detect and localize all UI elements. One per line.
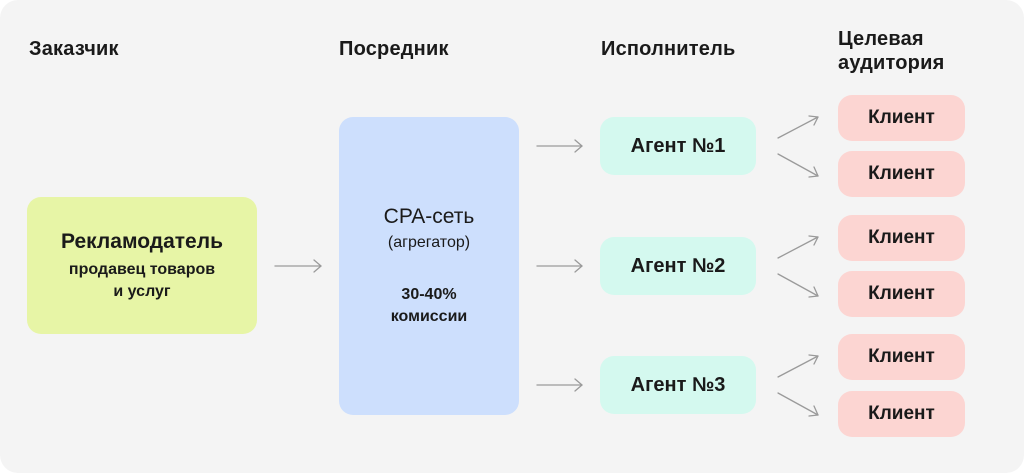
- agent-box-2: Агент №2: [600, 237, 756, 295]
- arrow-network-to-agent-3: [536, 378, 583, 392]
- agent-box-3: Агент №3: [600, 356, 756, 414]
- cpa-network-subtitle: (агрегатор): [387, 234, 471, 251]
- arrow-agent-1-to-client-2: [777, 153, 819, 178]
- advertiser-box: Рекламодатель продавец товаров и услуг: [27, 197, 257, 334]
- arrow-agent-1-to-client-1: [777, 115, 819, 139]
- column-title-intermediary: Посредник: [339, 38, 449, 60]
- cpa-network-title: CPA-сеть: [383, 205, 475, 228]
- cpa-network-box: CPA-сеть (агрегатор) 30-40% комиссии: [339, 117, 519, 415]
- client-box-5: Клиент: [838, 334, 965, 380]
- arrow-agent-3-to-client-6: [777, 392, 819, 417]
- client-box-6: Клиент: [838, 391, 965, 437]
- client-box-3: Клиент: [838, 215, 965, 261]
- column-title-customer: Заказчик: [29, 38, 119, 60]
- client-box-2: Клиент: [838, 151, 965, 197]
- cpa-network-commission: 30-40% комиссии: [390, 286, 468, 325]
- arrow-network-to-agent-1: [536, 139, 583, 153]
- arrow-agent-2-to-client-3: [777, 235, 819, 259]
- column-title-audience: Целевая аудитория: [838, 28, 945, 74]
- client-box-4: Клиент: [838, 271, 965, 317]
- arrow-agent-3-to-client-5: [777, 354, 819, 378]
- arrow-agent-2-to-client-4: [777, 273, 819, 298]
- arrow-network-to-agent-2: [536, 259, 583, 273]
- column-title-executor: Исполнитель: [601, 38, 736, 60]
- advertiser-subtitle: продавец товаров и услуг: [68, 260, 216, 300]
- client-box-1: Клиент: [838, 95, 965, 141]
- arrow-advertiser-to-network: [274, 259, 322, 273]
- advertiser-title: Рекламодатель: [61, 229, 223, 253]
- agent-box-1: Агент №1: [600, 117, 756, 175]
